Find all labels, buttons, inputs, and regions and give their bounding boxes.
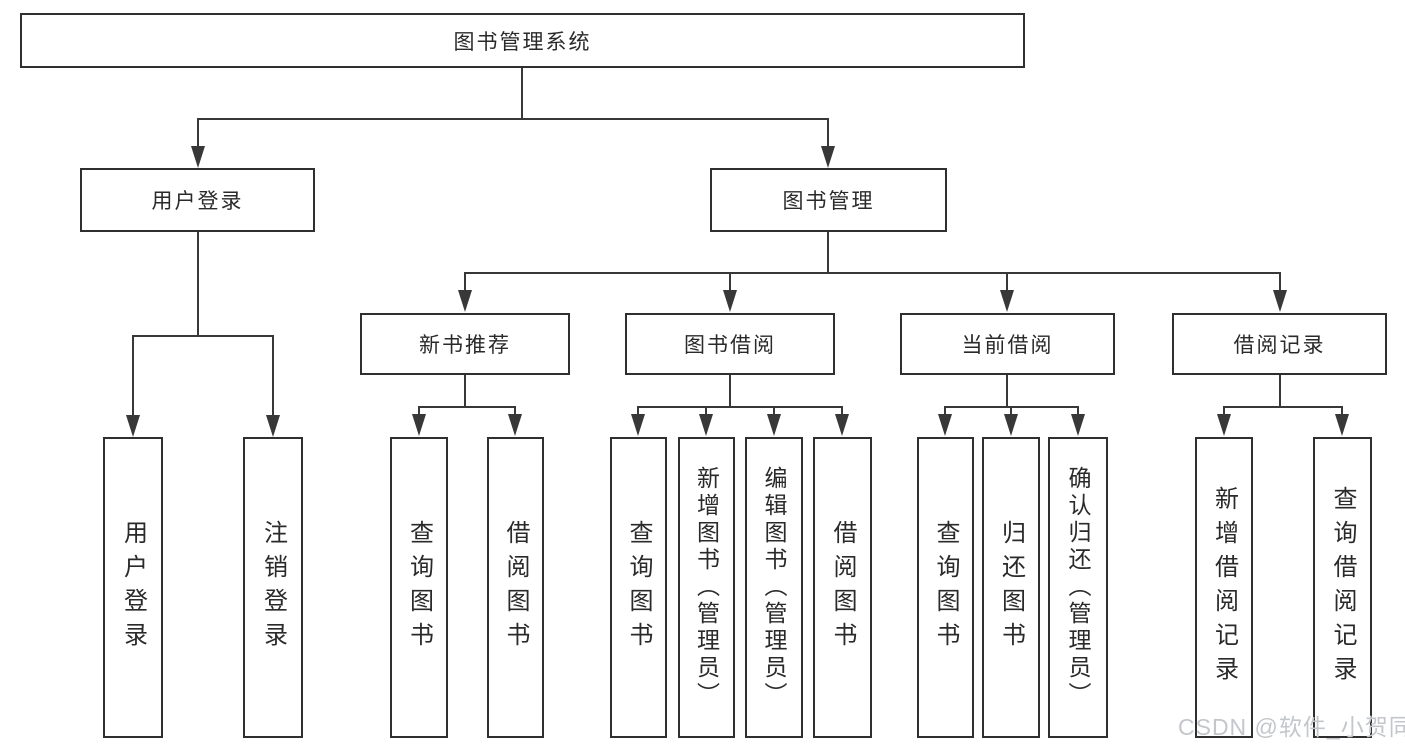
connector-arrowhead-icon — [821, 146, 835, 168]
connector-arrowhead-icon — [1335, 414, 1349, 436]
connector-line — [1341, 406, 1343, 416]
leaf-add-borrow-record-label: 新增借阅记录 — [1210, 485, 1238, 690]
connector-line — [1223, 406, 1343, 408]
connector-line — [521, 68, 523, 118]
leaf-query-books-recommend: 查询图书 — [390, 437, 448, 738]
watermark-text: CSDN @软件_小贺同学 — [1178, 714, 1405, 740]
leaf-user-login: 用户登录 — [103, 437, 163, 738]
connector-line — [1010, 406, 1012, 416]
connector-line — [827, 118, 829, 148]
leaf-add-borrow-record: 新增借阅记录 — [1195, 437, 1253, 738]
connector-arrowhead-icon — [508, 414, 522, 436]
node-book-management-label: 图书管理 — [782, 190, 875, 213]
connector-line — [197, 232, 199, 335]
connector-arrowhead-icon — [938, 414, 952, 436]
leaf-logout-label: 注销登录 — [259, 519, 287, 656]
connector-arrowhead-icon — [1000, 290, 1014, 312]
leaf-user-login-label: 用户登录 — [119, 519, 147, 656]
connector-line — [1077, 406, 1079, 416]
connector-line — [1223, 406, 1225, 416]
connector-line — [827, 232, 829, 272]
node-root-label: 图书管理系统 — [453, 30, 592, 54]
node-borrowing-records-label: 借阅记录 — [1233, 334, 1326, 357]
leaf-edit-books-admin-label: 编辑图书（管理员） — [761, 466, 787, 709]
leaf-edit-books-admin: 编辑图书（管理员） — [745, 437, 803, 738]
leaf-query-borrow-record-label: 查询借阅记录 — [1329, 485, 1356, 690]
connector-line — [637, 406, 639, 416]
node-user-login-label: 用户登录 — [151, 190, 244, 213]
leaf-query-books-borrowing: 查询图书 — [610, 437, 667, 738]
connector-line — [418, 406, 516, 408]
connector-arrowhead-icon — [723, 290, 737, 312]
connector-line — [841, 406, 843, 416]
leaf-query-books-recommend-label: 查询图书 — [405, 519, 433, 656]
connector-line — [705, 406, 707, 416]
connector-arrowhead-icon — [1071, 414, 1085, 436]
leaf-query-books-current: 查询图书 — [917, 437, 974, 738]
connector-arrowhead-icon — [412, 414, 426, 436]
leaf-query-borrow-record: 查询借阅记录 — [1313, 437, 1372, 738]
leaf-borrow-books: 借阅图书 — [813, 437, 872, 738]
connector-line — [197, 118, 829, 120]
leaf-confirm-return-admin: 确认归还（管理员） — [1048, 437, 1108, 738]
node-borrowing-records: 借阅记录 — [1172, 313, 1387, 375]
connector-line — [944, 406, 946, 416]
node-root-system: 图书管理系统 — [20, 13, 1025, 68]
leaf-add-books-admin: 新增图书（管理员） — [678, 437, 735, 738]
leaf-borrow-books-label: 借阅图书 — [829, 519, 856, 656]
node-new-book-recommendation: 新书推荐 — [360, 313, 570, 375]
connector-arrowhead-icon — [126, 415, 140, 437]
node-current-borrowing: 当前借阅 — [900, 313, 1115, 375]
connector-arrowhead-icon — [1273, 290, 1287, 312]
leaf-query-books-borrowing-label: 查询图书 — [625, 519, 652, 656]
node-book-borrowing: 图书借阅 — [625, 313, 835, 375]
connector-line — [514, 406, 516, 416]
connector-line — [1006, 375, 1008, 406]
connector-line — [132, 335, 274, 337]
connector-arrowhead-icon — [1004, 414, 1018, 436]
node-user-login: 用户登录 — [80, 168, 315, 232]
leaf-query-books-current-label: 查询图书 — [932, 519, 959, 656]
connector-line — [1279, 375, 1281, 406]
connector-arrowhead-icon — [835, 414, 849, 436]
leaf-logout: 注销登录 — [243, 437, 303, 738]
connector-line — [464, 272, 466, 292]
node-new-book-recommendation-label: 新书推荐 — [419, 334, 511, 357]
connector-arrowhead-icon — [631, 414, 645, 436]
node-book-management: 图书管理 — [710, 168, 947, 232]
leaf-confirm-return-admin-label: 确认归还（管理员） — [1065, 466, 1091, 709]
leaf-return-books-label: 归还图书 — [997, 519, 1025, 656]
node-current-borrowing-label: 当前借阅 — [961, 334, 1054, 357]
connector-line — [729, 272, 731, 292]
connector-line — [773, 406, 775, 416]
connector-arrowhead-icon — [266, 415, 280, 437]
connector-arrowhead-icon — [458, 290, 472, 312]
connector-line — [1006, 272, 1008, 292]
connector-line — [1279, 272, 1281, 292]
connector-line — [637, 406, 843, 408]
connector-line — [464, 272, 1281, 274]
connector-arrowhead-icon — [767, 414, 781, 436]
connector-line — [418, 406, 420, 416]
connector-line — [197, 118, 199, 148]
connector-line — [464, 375, 466, 406]
leaf-add-books-admin-label: 新增图书（管理员） — [693, 466, 720, 709]
leaf-borrow-books-recommend-label: 借阅图书 — [502, 519, 529, 656]
connector-line — [132, 335, 134, 417]
connector-line — [272, 335, 274, 417]
connector-line — [729, 375, 731, 406]
connector-arrowhead-icon — [191, 146, 205, 168]
leaf-return-books: 归还图书 — [982, 437, 1040, 738]
connector-arrowhead-icon — [1217, 414, 1231, 436]
connector-arrowhead-icon — [699, 414, 713, 436]
leaf-borrow-books-recommend: 借阅图书 — [487, 437, 544, 738]
node-book-borrowing-label: 图书借阅 — [684, 334, 776, 357]
